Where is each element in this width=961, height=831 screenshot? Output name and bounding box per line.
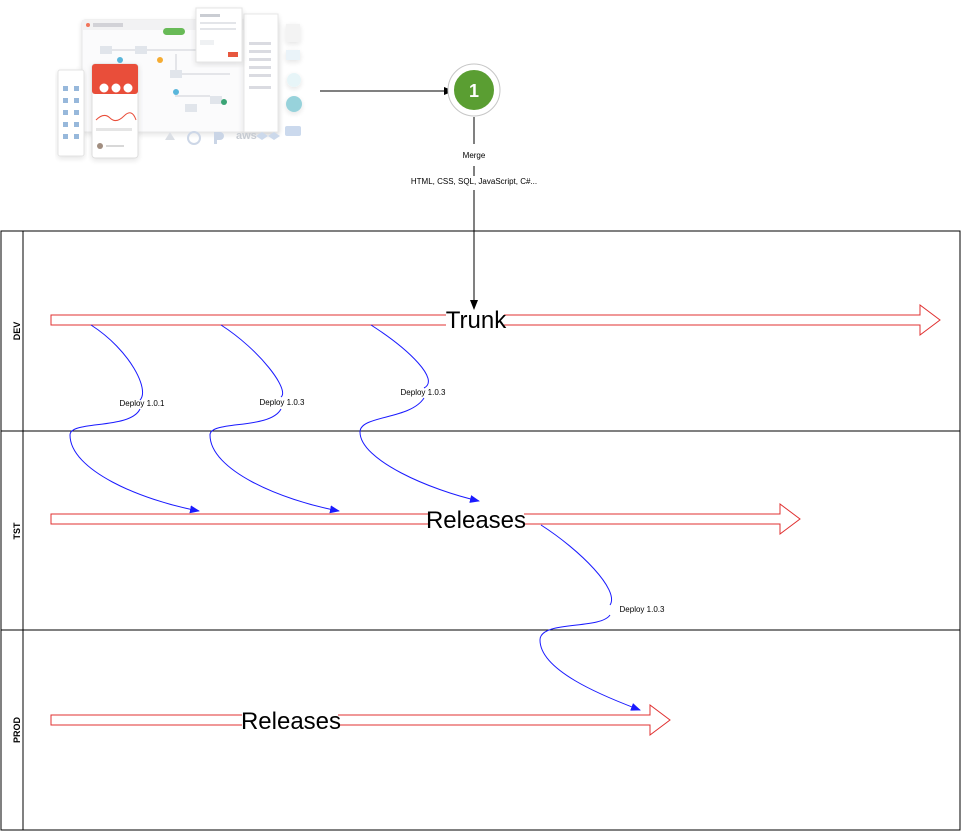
tst-releases-block-arrow xyxy=(50,503,801,535)
deploy-label-4: Deploy 1.0.3 xyxy=(620,605,665,614)
lane-label-tst: TST xyxy=(12,522,22,540)
lane-label-prod: PROD xyxy=(12,717,22,744)
step-number: 1 xyxy=(469,81,479,101)
prod-releases-label: Releases xyxy=(241,708,341,735)
prod-releases-block-arrow xyxy=(50,704,671,736)
step-1-badge: 1 xyxy=(447,63,501,117)
deploy-label-2: Deploy 1.0.3 xyxy=(260,398,305,407)
merge-technologies-label: HTML, CSS, SQL, JavaScript, C#... xyxy=(411,177,537,186)
deploy-curve-4 xyxy=(539,524,640,710)
deploy-curve-3 xyxy=(359,324,479,501)
merge-label: Merge xyxy=(463,151,486,160)
merge-connector: Merge HTML, CSS, SQL, JavaScript, C#... xyxy=(411,117,537,310)
deploy-curve-2 xyxy=(209,324,339,511)
trunk-label: Trunk xyxy=(446,307,507,334)
deploy-curve-1 xyxy=(69,324,199,511)
integration-logos: aws xyxy=(165,126,301,145)
aws-logo-text: aws xyxy=(236,130,257,142)
platform-screenshot-collage: aws xyxy=(57,7,302,159)
swimlane-pool xyxy=(0,230,961,831)
lane-label-dev: DEV xyxy=(12,322,22,341)
deploy-label-1: Deploy 1.0.1 xyxy=(120,399,165,408)
deploy-label-3: Deploy 1.0.3 xyxy=(401,388,446,397)
tst-releases-label: Releases xyxy=(426,507,526,534)
